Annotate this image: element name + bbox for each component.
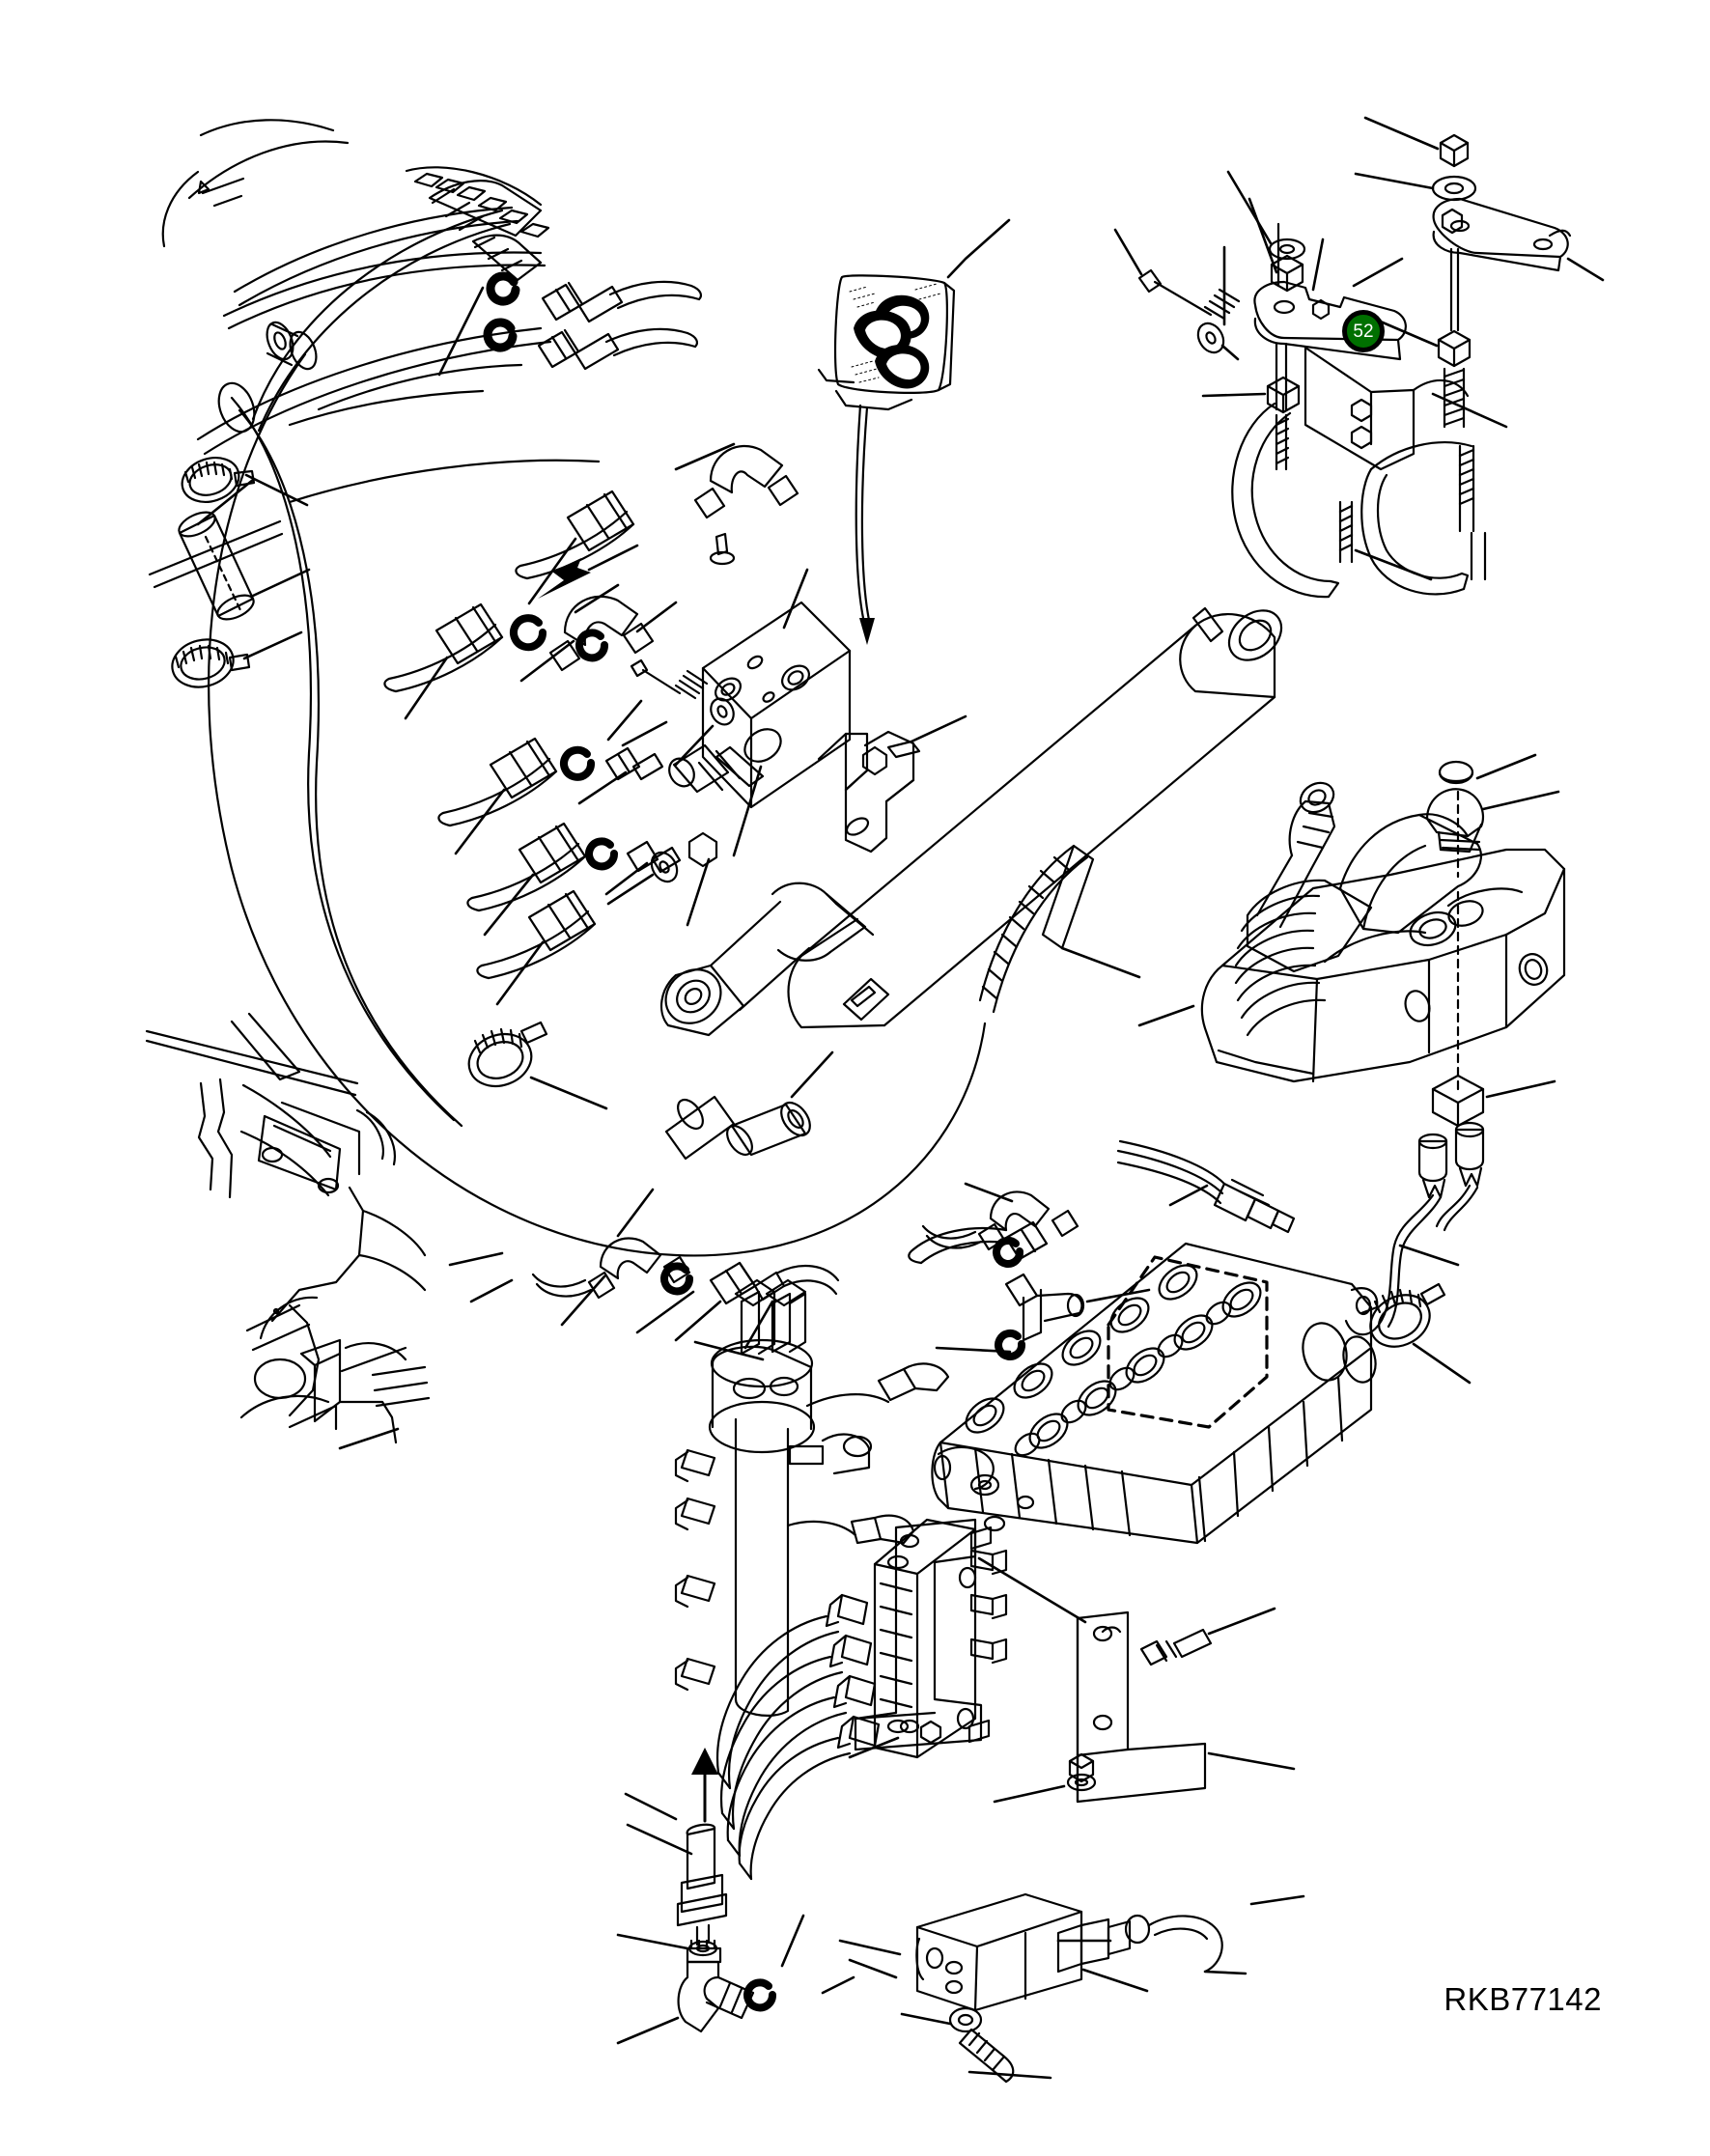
pressure-switch (616, 1748, 805, 2045)
bushing-small (266, 321, 318, 371)
part-callout-52[interactable]: 52 (1342, 310, 1385, 352)
leader-lines (338, 1004, 1305, 1995)
solenoid-valve (838, 1892, 1247, 2084)
manifold-bracket-assembly (715, 1518, 1296, 1881)
hose-fitting-column (383, 442, 799, 1006)
hose-clamp-lower-left (171, 630, 303, 688)
hose-clamp-upper-left (181, 457, 309, 507)
control-valve-block (908, 1220, 1379, 1545)
machine-frame (145, 1012, 431, 1444)
hose-coupling-set-top (428, 180, 702, 377)
drawing-number: RKB77142 (1444, 1981, 1602, 2017)
mounting-bracket-assembly (1113, 116, 1605, 599)
bolt-washer-set (606, 658, 735, 767)
sleeve-and-clamp-lower (467, 1021, 1079, 1350)
joystick-console (1116, 753, 1566, 1385)
sleeve-tube-left (178, 478, 311, 621)
hydraulic-cylinder (606, 568, 1283, 1037)
clamp-detail-inset (817, 218, 1011, 645)
